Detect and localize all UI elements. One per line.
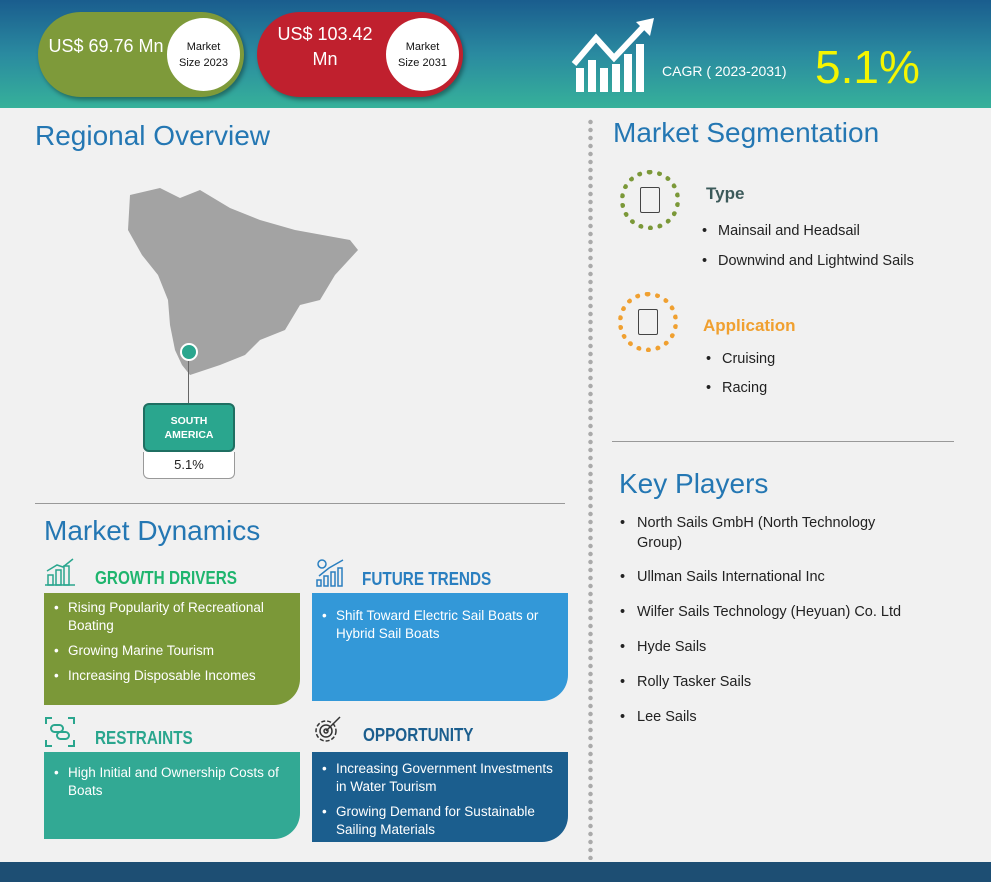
future-trends-icon (316, 559, 344, 587)
divider (612, 441, 954, 442)
restraints-title: RESTRAINTS (95, 728, 193, 748)
opportunity-item: Growing Demand for Sustainable Sailing M… (322, 803, 558, 839)
header-banner: US$ 69.76 Mn Market Size 2023 US$ 103.42… (0, 0, 991, 108)
growth-driver-item: Rising Popularity of Recreational Boatin… (54, 599, 290, 635)
region-value: 5.1% (143, 452, 235, 479)
restraints-box: High Initial and Ownership Costs of Boat… (44, 752, 300, 839)
key-player-item: Rolly Tasker Sails (620, 672, 917, 692)
growth-drivers-box: Rising Popularity of Recreational Boatin… (44, 593, 300, 705)
application-item: Cruising (706, 351, 775, 367)
market-size-2023-label: Market Size 2023 (167, 18, 240, 91)
type-title: Type (706, 184, 745, 203)
future-trends-title: FUTURE TRENDS (362, 569, 492, 589)
cagr-label: CAGR ( 2023-2031) (662, 63, 787, 79)
opportunity-box: Increasing Government Investments in Wat… (312, 752, 568, 842)
market-dynamics-title: Market Dynamics (44, 515, 261, 546)
market-size-2023-value: US$ 69.76 Mn (48, 36, 164, 56)
gear-target-icon (315, 716, 341, 742)
market-size-2031-value: US$ 103.42 Mn (277, 24, 373, 69)
opportunity-item: Increasing Government Investments in Wat… (322, 760, 558, 796)
market-segmentation-title: Market Segmentation (613, 117, 880, 148)
restraint-item: High Initial and Ownership Costs of Boat… (54, 764, 290, 800)
future-trend-item: Shift Toward Electric Sail Boats or Hybr… (322, 607, 558, 643)
market-size-2031-pill: US$ 103.42 Mn Market Size 2031 (257, 12, 463, 97)
type-item: Downwind and Lightwind Sails (702, 253, 914, 269)
broken-chain-icon (45, 717, 75, 747)
application-document-icon (618, 292, 678, 352)
divider (35, 503, 565, 504)
key-player-item: Ullman Sails International Inc (620, 567, 917, 587)
region-marker[interactable] (180, 343, 198, 361)
region-label: SOUTH AMERICA (143, 403, 235, 452)
dotted-divider (588, 118, 593, 860)
opportunity-title: OPPORTUNITY (363, 725, 474, 745)
application-title: Application (703, 316, 796, 335)
key-players-title: Key Players (619, 468, 769, 499)
growth-drivers-icon (45, 558, 75, 586)
key-player-item: Wilfer Sails Technology (Heyuan) Co. Ltd (620, 602, 917, 622)
cagr-value: 5.1% (815, 41, 920, 93)
growth-driver-item: Growing Marine Tourism (54, 642, 290, 660)
regional-overview-title: Regional Overview (35, 120, 270, 151)
key-player-item: Lee Sails (620, 707, 917, 727)
market-size-2031-label: Market Size 2031 (386, 18, 459, 91)
type-document-icon (620, 170, 680, 230)
south-america-map (128, 188, 358, 375)
marker-line (188, 361, 189, 403)
key-player-item: North Sails GmbH (North Technology Group… (620, 513, 917, 553)
type-item: Mainsail and Headsail (702, 223, 860, 239)
key-player-item: Hyde Sails (620, 637, 917, 657)
market-size-2023-pill: US$ 69.76 Mn Market Size 2023 (38, 12, 244, 97)
application-item: Racing (706, 380, 767, 396)
footer-bar (0, 862, 991, 882)
growth-driver-item: Increasing Disposable Incomes (54, 667, 290, 685)
future-trends-box: Shift Toward Electric Sail Boats or Hybr… (312, 593, 568, 701)
growth-chart-icon (571, 18, 654, 92)
growth-drivers-title: GROWTH DRIVERS (95, 568, 237, 588)
